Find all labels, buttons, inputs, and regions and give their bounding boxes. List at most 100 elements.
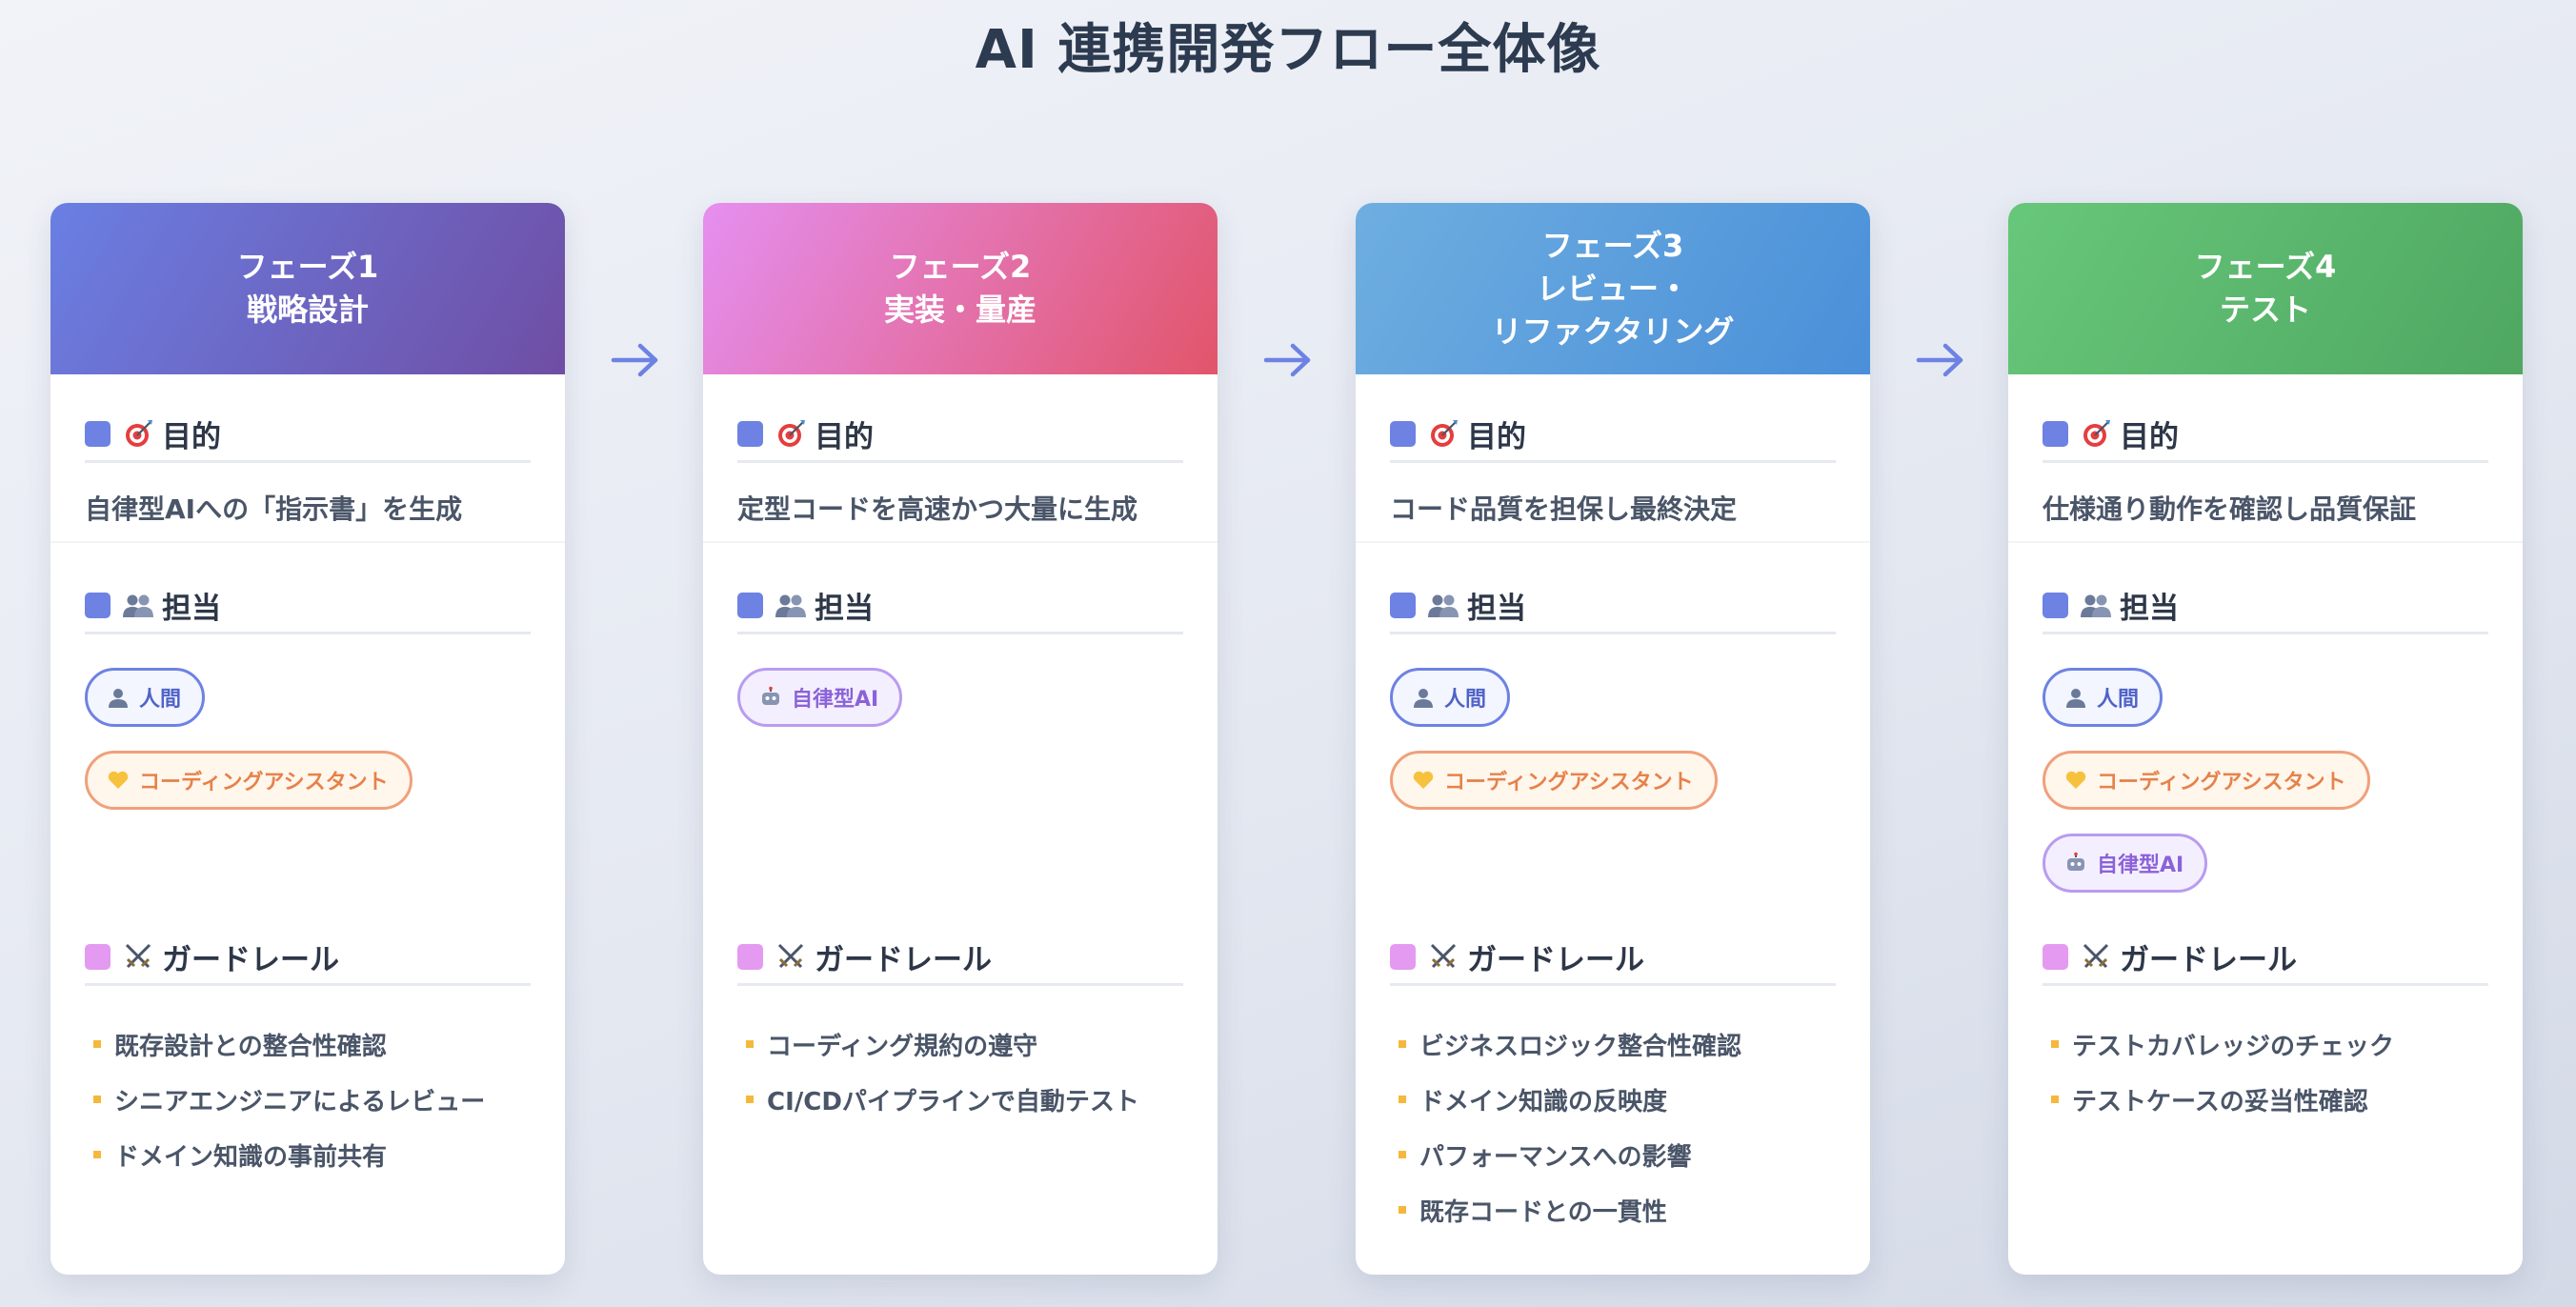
phase-header-1: フェーズ1 戦略設計: [50, 203, 565, 374]
purpose-heading: 目的: [737, 407, 1183, 463]
bullet: [746, 1040, 754, 1048]
purpose-heading: 目的: [85, 407, 531, 463]
arrow-right-icon: [607, 336, 664, 384]
bullet: [93, 1040, 101, 1048]
section-marker: [85, 943, 111, 970]
guardrail-label: ガードレール: [1467, 942, 1644, 977]
guardrail-label: ガードレール: [2120, 942, 2297, 977]
owner-badge-label: コーディングアシスタント: [139, 771, 389, 794]
guardrail-list: コーディング規約の遵守 CI/CDパイプラインで自動テスト: [737, 1016, 1195, 1127]
heart-icon: [1413, 771, 1434, 789]
list-item: 既存コードとの一貫性: [1390, 1182, 1847, 1237]
guardrail-heading: ガードレール: [1390, 930, 1836, 986]
section-marker: [737, 592, 763, 618]
heart-icon: [108, 771, 129, 789]
phase-flow: フェーズ1 戦略設計 目的 自律型AIへの「指示書」を生成 担当 人間 コーディ…: [50, 203, 2527, 1275]
target-icon: [1431, 420, 1458, 447]
section-marker: [2043, 943, 2068, 970]
purpose-text: 自律型AIへの「指示書」を生成: [85, 493, 463, 525]
phase-header-4: フェーズ4 テスト: [2008, 203, 2523, 374]
purpose-heading: 目的: [2043, 407, 2488, 463]
owner-label: 担当: [815, 591, 874, 626]
phase-card-2: フェーズ2 実装・量産 目的 定型コードを高速かつ大量に生成 担当 自律型AI …: [703, 203, 1218, 1275]
section-marker: [2043, 420, 2068, 447]
owner-badge-human: 人間: [1390, 668, 1511, 727]
divider: [50, 541, 565, 543]
purpose-heading: 目的: [1390, 407, 1836, 463]
target-icon: [778, 420, 805, 447]
bullet: [93, 1151, 101, 1158]
phase-number: フェーズ2: [889, 249, 1032, 285]
guardrail-list: 既存設計との整合性確認 シニアエンジニアによるレビュー ドメイン知識の事前共有: [85, 1016, 542, 1182]
section-marker: [85, 420, 111, 447]
section-marker: [737, 420, 763, 447]
owner-badge-assistant: コーディングアシスタント: [85, 751, 413, 810]
owner-badge-label: 人間: [1444, 688, 1487, 712]
owner-badge-label: 人間: [2097, 688, 2140, 712]
section-marker: [2043, 592, 2068, 618]
bullet: [1399, 1151, 1406, 1158]
guardrail-heading: ガードレール: [2043, 930, 2488, 986]
list-item: コーディング規約の遵守: [737, 1016, 1195, 1072]
owner-badges: 人間 コーディングアシスタント: [85, 668, 542, 834]
owner-badges: 人間 コーディングアシスタント: [1390, 668, 1847, 834]
purpose-label: 目的: [815, 419, 874, 454]
phase-card-1: フェーズ1 戦略設計 目的 自律型AIへの「指示書」を生成 担当 人間 コーディ…: [50, 203, 565, 1275]
purpose-label: 目的: [2120, 419, 2179, 454]
guardrail-label: ガードレール: [815, 942, 992, 977]
owner-heading: 担当: [1390, 578, 1836, 634]
phase-name: 実装・量産: [883, 292, 1036, 328]
owner-badge-assistant: コーディングアシスタント: [1390, 751, 1718, 810]
owner-badge-ai: 自律型AI: [2043, 834, 2208, 893]
arrow-right-icon: [1912, 336, 1969, 384]
target-icon: [2083, 420, 2110, 447]
phase-name: レビュー・: [1536, 270, 1689, 307]
page-title: AI 連携開発フロー全体像: [975, 19, 1601, 81]
person-icon: [2066, 689, 2085, 708]
robot-icon: [762, 686, 779, 705]
owner-label: 担当: [1467, 591, 1526, 626]
section-marker: [1390, 592, 1416, 618]
crossed-swords-icon: [2083, 943, 2109, 969]
phase-name: リファクタリング: [1491, 312, 1735, 350]
guardrail-list: ビジネスロジック整合性確認 ドメイン知識の反映度 パフォーマンスへの影響 既存コ…: [1390, 1016, 1847, 1237]
target-icon: [126, 420, 152, 447]
section-marker: [737, 943, 763, 970]
crossed-swords-icon: [777, 943, 804, 969]
bullet: [2051, 1096, 2059, 1103]
list-item: テストカバレッジのチェック: [2043, 1016, 2500, 1072]
bullet: [746, 1096, 754, 1103]
section-marker: [85, 592, 111, 618]
purpose-text: 定型コードを高速かつ大量に生成: [737, 493, 1138, 525]
arrow-right-icon: [1259, 336, 1317, 384]
owner-label: 担当: [2120, 591, 2179, 626]
list-item: ドメイン知識の反映度: [1390, 1072, 1847, 1127]
people-icon: [775, 594, 806, 617]
owner-badge-assistant: コーディングアシスタント: [2043, 751, 2370, 810]
phase-card-3: フェーズ3 レビュー・ リファクタリング 目的 コード品質を担保し最終決定 担当…: [1356, 203, 1870, 1275]
person-icon: [109, 689, 128, 708]
phase-number: フェーズ1: [236, 249, 379, 285]
owner-heading: 担当: [737, 578, 1183, 634]
bullet: [1399, 1096, 1406, 1103]
purpose-text: コード品質を担保し最終決定: [1390, 493, 1738, 525]
owner-label: 担当: [162, 591, 221, 626]
owner-badge-label: コーディングアシスタント: [1444, 771, 1694, 794]
person-icon: [1414, 689, 1433, 708]
divider: [2008, 541, 2523, 543]
divider: [703, 541, 1218, 543]
crossed-swords-icon: [1430, 943, 1457, 969]
guardrail-heading: ガードレール: [737, 930, 1183, 986]
phase-number: フェーズ3: [1541, 227, 1684, 264]
list-item: CI/CDパイプラインで自動テスト: [737, 1072, 1195, 1127]
guardrail-list: テストカバレッジのチェック テストケースの妥当性確認: [2043, 1016, 2500, 1127]
owner-heading: 担当: [85, 578, 531, 634]
list-item: パフォーマンスへの影響: [1390, 1127, 1847, 1182]
phase-card-4: フェーズ4 テスト 目的 仕様通り動作を確認し品質保証 担当 人間 コーディング…: [2008, 203, 2523, 1275]
phase-number: フェーズ4: [2194, 249, 2337, 285]
owner-badge-label: 人間: [139, 688, 182, 712]
bullet: [1399, 1040, 1406, 1048]
phase-name: 戦略設計: [246, 292, 369, 328]
guardrail-heading: ガードレール: [85, 930, 531, 986]
bullet: [2051, 1040, 2059, 1048]
